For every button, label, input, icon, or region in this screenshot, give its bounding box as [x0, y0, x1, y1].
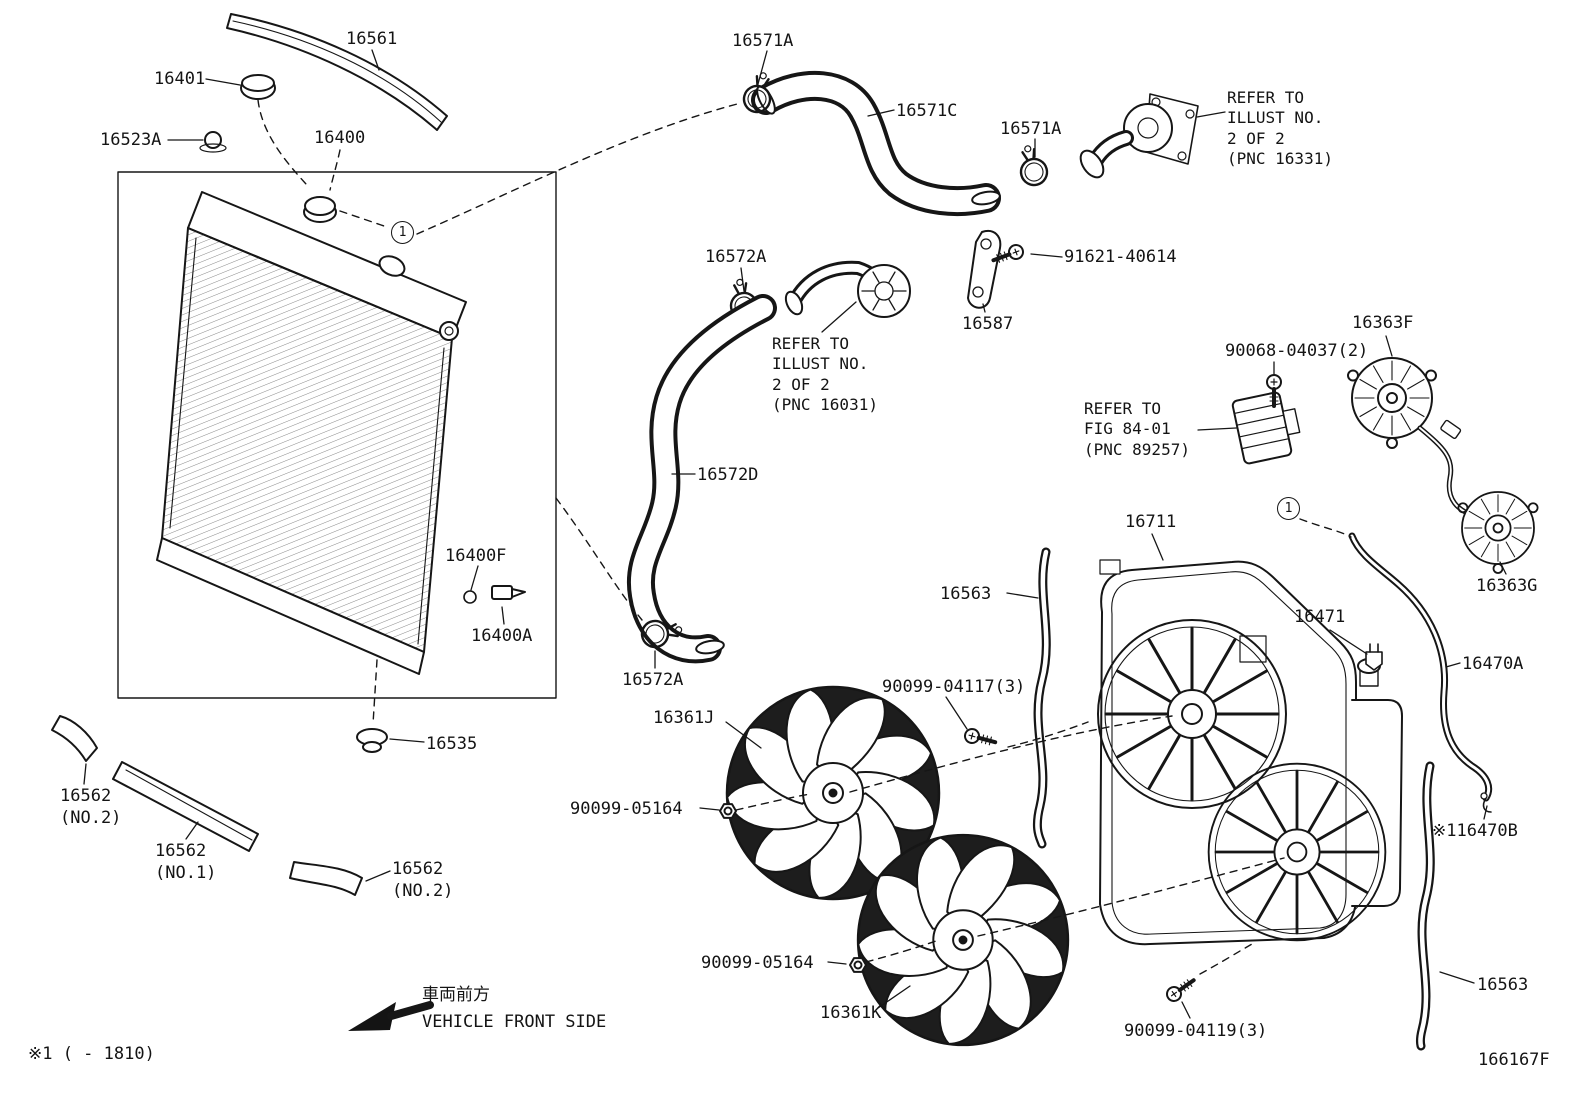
note-illust-16331: REFER TO ILLUST NO. 2 OF 2 (PNC 16331)	[1227, 88, 1333, 169]
callout-90099-05164-2[interactable]: 90099-05164	[701, 953, 814, 973]
callout-16470B[interactable]: ※116470B	[1432, 821, 1518, 841]
nut-90099-05164-2-drawing[interactable]	[849, 957, 867, 973]
callout-16711[interactable]: 16711	[1125, 512, 1177, 532]
fan-motor-16363F-drawing[interactable]	[1347, 357, 1437, 449]
callout-16571A-2[interactable]: 16571A	[1000, 119, 1062, 139]
callout-90099-04119[interactable]: 90099-04119(3)	[1124, 1021, 1268, 1041]
callout-16572D[interactable]: 16572D	[697, 465, 759, 485]
circled-number-1-b: 1	[1277, 497, 1300, 520]
nut-90099-05164-1-drawing[interactable]	[719, 803, 737, 819]
shroud-seal-16563-right-drawing[interactable]	[1415, 761, 1435, 1051]
motor-wiring-drawing	[1417, 419, 1477, 519]
screw-90099-04119-drawing[interactable]	[1162, 972, 1200, 1006]
callout-16562-no2-left[interactable]: 16562 (NO.2)	[60, 786, 122, 828]
callout-16562-no2-right[interactable]: 16562 (NO.2)	[392, 859, 454, 901]
callout-16363F[interactable]: 16363F	[1352, 313, 1414, 333]
note-illust-16031: REFER TO ILLUST NO. 2 OF 2 (PNC 16031)	[772, 334, 878, 415]
callout-16587[interactable]: 16587	[962, 314, 1014, 334]
callout-90099-05164-1[interactable]: 90099-05164	[570, 799, 683, 819]
callout-90068-04037[interactable]: 90068-04037(2)	[1225, 341, 1369, 361]
callout-16571C[interactable]: 16571C	[896, 101, 958, 121]
callout-16470A[interactable]: 16470A	[1462, 654, 1524, 674]
vehicle-front-label-en: VEHICLE FRONT SIDE	[422, 1012, 607, 1032]
footnote: ※1 ( - 1810)	[28, 1044, 155, 1064]
hose-clamp-16571A-2-drawing[interactable]	[1013, 141, 1052, 190]
callout-16400F[interactable]: 16400F	[445, 546, 507, 566]
drain-plug-and-sensor-drawing[interactable]	[463, 585, 526, 604]
fan-controller-89257-drawing[interactable]	[1231, 389, 1304, 465]
callout-91621-40614[interactable]: 91621-40614	[1064, 247, 1177, 267]
callout-16572A-1[interactable]: 16572A	[705, 247, 767, 267]
water-outlet-16331-drawing[interactable]	[1076, 93, 1199, 181]
diagram-id: 166167F	[1478, 1050, 1550, 1070]
radiator-16400-drawing[interactable]	[117, 74, 557, 753]
vehicle-front-label-jp: 車両前方	[422, 985, 490, 1005]
dashed-leader-lines	[257, 99, 1352, 975]
clip-16471-drawing[interactable]	[1365, 643, 1383, 671]
note-fig-84-01: REFER TO FIG 84-01 (PNC 89257)	[1084, 399, 1190, 459]
callout-16361J[interactable]: 16361J	[653, 708, 715, 728]
circled-number-1-a: 1	[391, 221, 414, 244]
callout-16562-no1[interactable]: 16562 (NO.1)	[155, 841, 217, 883]
radiator-support-seal-16561-drawing[interactable]	[226, 13, 448, 131]
callout-90099-04117[interactable]: 90099-04117(3)	[882, 677, 1026, 697]
callout-16535[interactable]: 16535	[426, 734, 478, 754]
shroud-lower-opening-drawing	[1207, 762, 1387, 942]
radiator-seal-16562-drawings[interactable]	[51, 715, 363, 896]
shroud-seal-16563-left-drawing[interactable]	[1032, 547, 1051, 849]
callout-16400A[interactable]: 16400A	[471, 626, 533, 646]
callout-16571A-1[interactable]: 16571A	[732, 31, 794, 51]
callout-16563-left[interactable]: 16563	[940, 584, 992, 604]
callout-16361K[interactable]: 16361K	[820, 1003, 882, 1023]
bracket-16587-drawing[interactable]	[967, 230, 1002, 309]
water-inlet-16031-drawing[interactable]	[783, 260, 911, 318]
screw-90099-04117-drawing[interactable]	[961, 725, 999, 751]
callout-16572A-2[interactable]: 16572A	[622, 670, 684, 690]
callout-16471[interactable]: 16471	[1294, 607, 1346, 627]
upper-radiator-hose-16571C-drawing[interactable]	[751, 70, 1001, 217]
callout-16400[interactable]: 16400	[314, 128, 366, 148]
leader-lines	[83, 49, 1507, 1019]
callout-16401[interactable]: 16401	[154, 69, 206, 89]
callout-16561[interactable]: 16561	[346, 29, 398, 49]
vehicle-front-arrow	[348, 1001, 434, 1031]
fan-motor-16363G-drawing[interactable]	[1457, 491, 1539, 574]
callout-16363G[interactable]: 16363G	[1476, 576, 1538, 596]
callout-16523A[interactable]: 16523A	[100, 130, 162, 150]
reservoir-hose-16470A-drawing[interactable]	[1348, 532, 1493, 813]
callout-16563-right[interactable]: 16563	[1477, 975, 1529, 995]
